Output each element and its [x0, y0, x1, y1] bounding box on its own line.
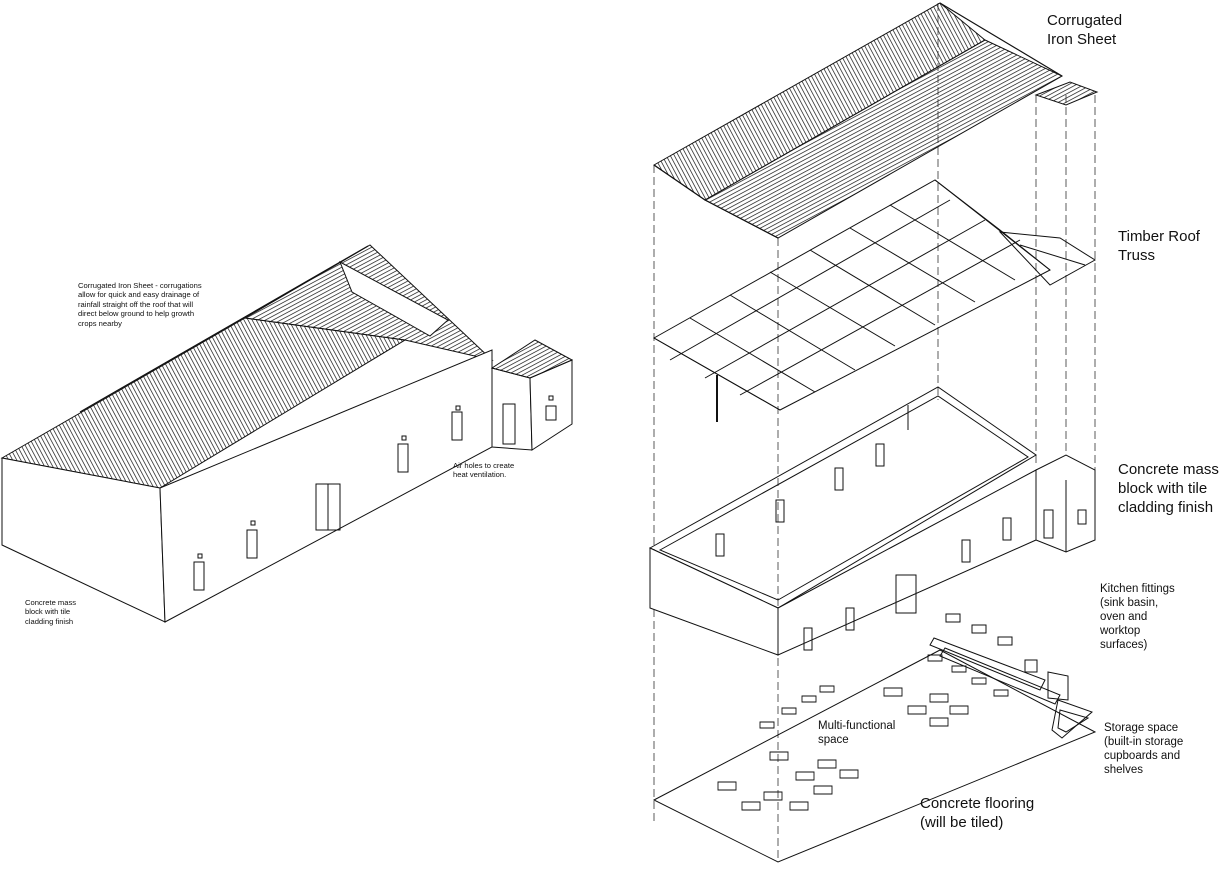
left-roof-skylight — [340, 262, 448, 336]
timber-roof-truss — [654, 180, 1095, 422]
window — [835, 468, 843, 490]
wall-front-right — [778, 470, 1036, 655]
window — [846, 608, 854, 630]
window — [962, 540, 970, 562]
concrete-block-label: Concrete mass block with tile cladding f… — [1118, 461, 1219, 516]
annex-roof-sheet — [1036, 82, 1097, 105]
window — [776, 500, 784, 522]
air-hole — [456, 406, 460, 410]
window — [804, 628, 812, 650]
air-hole — [198, 554, 202, 558]
left-roof-annotation: Corrugated Iron Sheet - corrugations all… — [78, 281, 202, 328]
storage-space-label: Storage space (built-in storage cupboard… — [1104, 722, 1184, 776]
multi-functional-label: Multi-functional space — [818, 720, 896, 746]
concrete-block-walls — [650, 387, 1095, 655]
left-annex-door — [503, 404, 515, 444]
left-annex-front — [492, 368, 532, 450]
air-hole — [251, 521, 255, 525]
left-window — [398, 444, 408, 472]
concrete-flooring-label: Concrete flooring (will be tiled) — [920, 795, 1035, 831]
left-annex-roof — [492, 340, 572, 378]
storage-units — [1052, 700, 1092, 738]
left-window — [247, 530, 257, 558]
left-window — [452, 412, 462, 440]
left-window — [194, 562, 204, 590]
wall-front-left — [650, 548, 778, 655]
window — [1003, 518, 1011, 540]
kitchen-fittings-label: Kitchen fittings (sink basin, oven and w… — [1100, 583, 1175, 651]
assembled-building — [2, 245, 572, 622]
table-and-chair-sets — [718, 655, 1008, 810]
corrugated-sheet-label: Corrugated Iron Sheet — [1047, 12, 1123, 48]
kitchen-fittings — [930, 614, 1068, 704]
left-air-holes-annotation: Air holes to create heat ventilation. — [453, 461, 515, 480]
left-block-annotation: Concrete mass block with tile cladding f… — [25, 598, 77, 626]
concrete-floor-slab — [654, 650, 1095, 862]
door — [896, 575, 916, 613]
window — [876, 444, 884, 466]
left-annex-window — [546, 406, 556, 420]
annex-door — [1044, 510, 1053, 538]
timber-truss-label: Timber Roof Truss — [1118, 228, 1200, 264]
window — [716, 534, 724, 556]
annex-window — [1078, 510, 1086, 524]
air-hole — [549, 396, 553, 400]
exploded-axonometric — [650, 3, 1097, 862]
air-hole — [402, 436, 406, 440]
left-roof-ridge — [80, 246, 368, 412]
